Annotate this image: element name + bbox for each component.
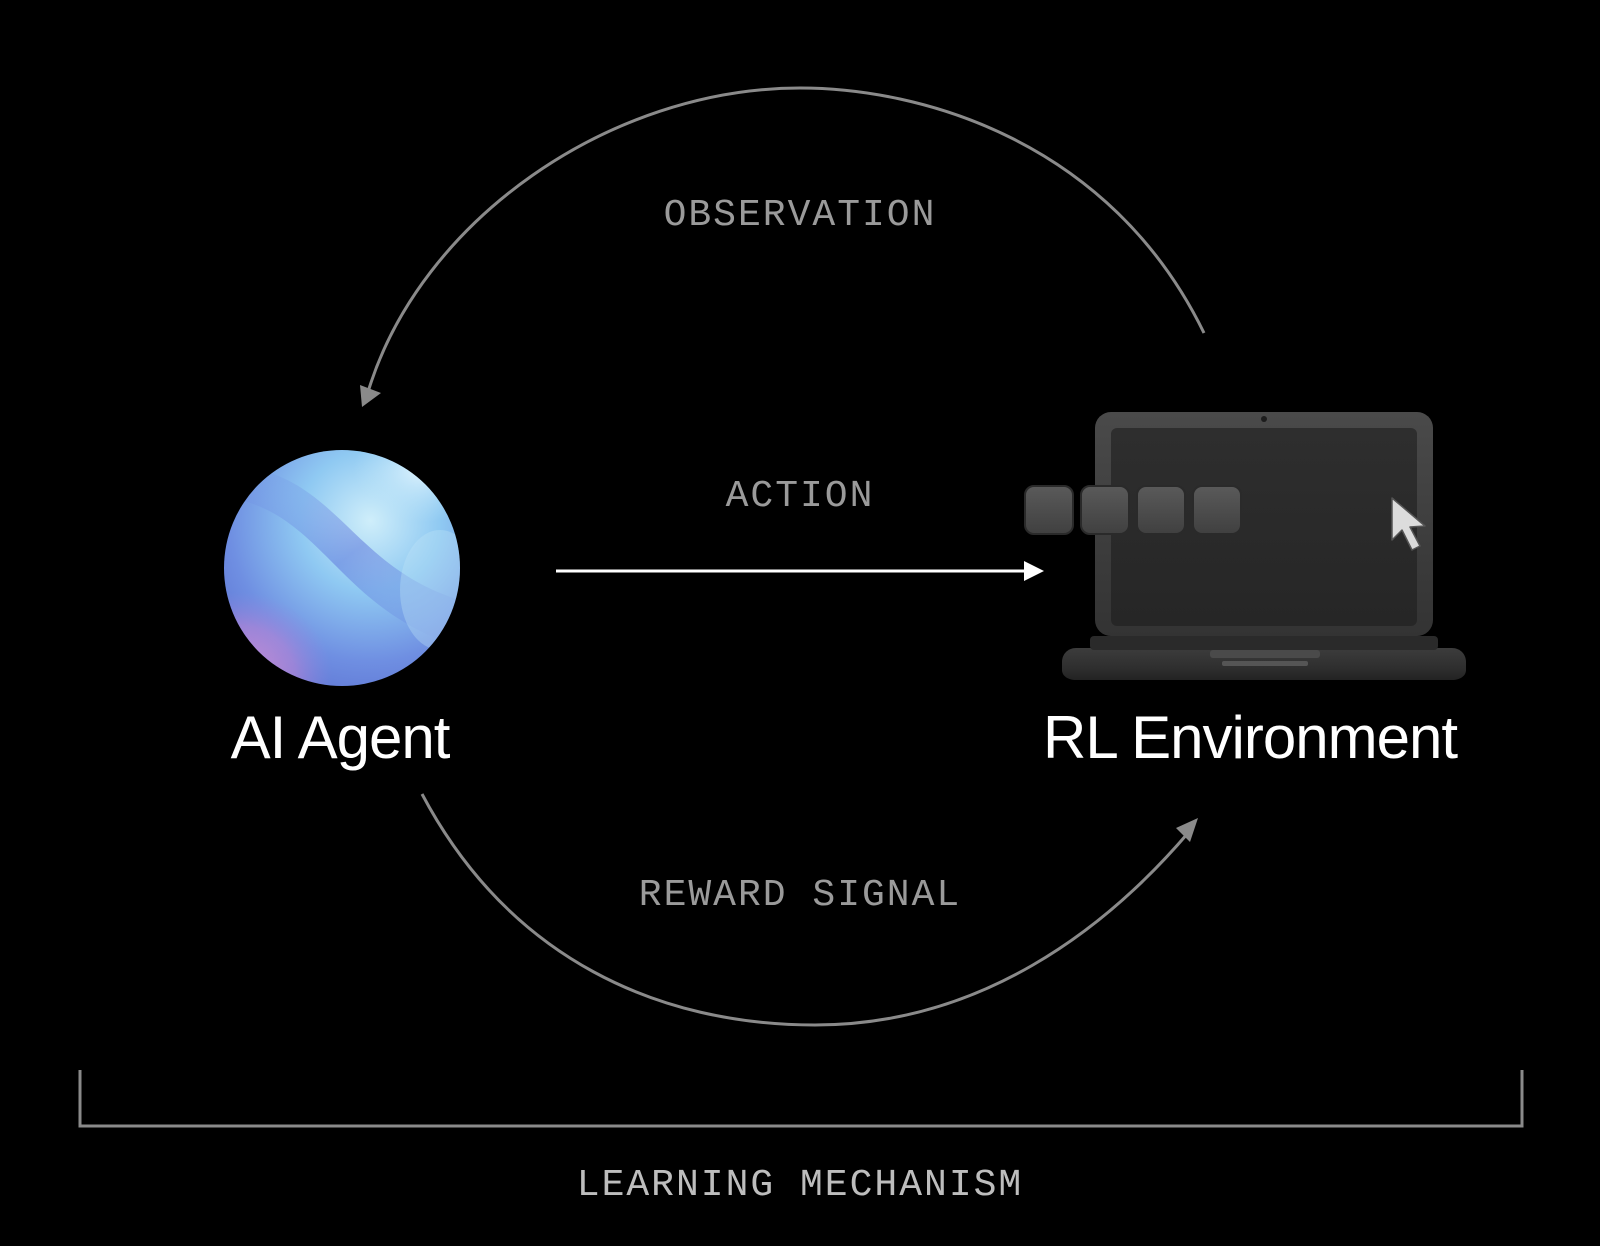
reward-arrowhead (1176, 818, 1198, 842)
action-label: ACTION (725, 475, 875, 518)
action-token (1192, 485, 1242, 535)
learning-mechanism-label: LEARNING MECHANISM (576, 1164, 1024, 1207)
action-tokens (1024, 485, 1242, 535)
reward-arc (420, 793, 1190, 1027)
gradient-sphere-icon (224, 450, 460, 686)
cursor-icon (1391, 497, 1426, 551)
observation-label: OBSERVATION (663, 194, 937, 237)
observation-arc (366, 86, 1206, 393)
ai-agent-label: AI Agent (230, 704, 451, 771)
action-token (1024, 485, 1074, 535)
action-arrowhead (1024, 561, 1044, 581)
learning-bracket (78, 1070, 1524, 1128)
laptop-icon (1062, 412, 1466, 680)
reward-signal-label: REWARD SIGNAL (638, 874, 962, 917)
action-token (1080, 485, 1130, 535)
observation-arrowhead (360, 385, 381, 407)
rl-environment-label: RL Environment (1043, 704, 1458, 771)
action-token (1136, 485, 1186, 535)
